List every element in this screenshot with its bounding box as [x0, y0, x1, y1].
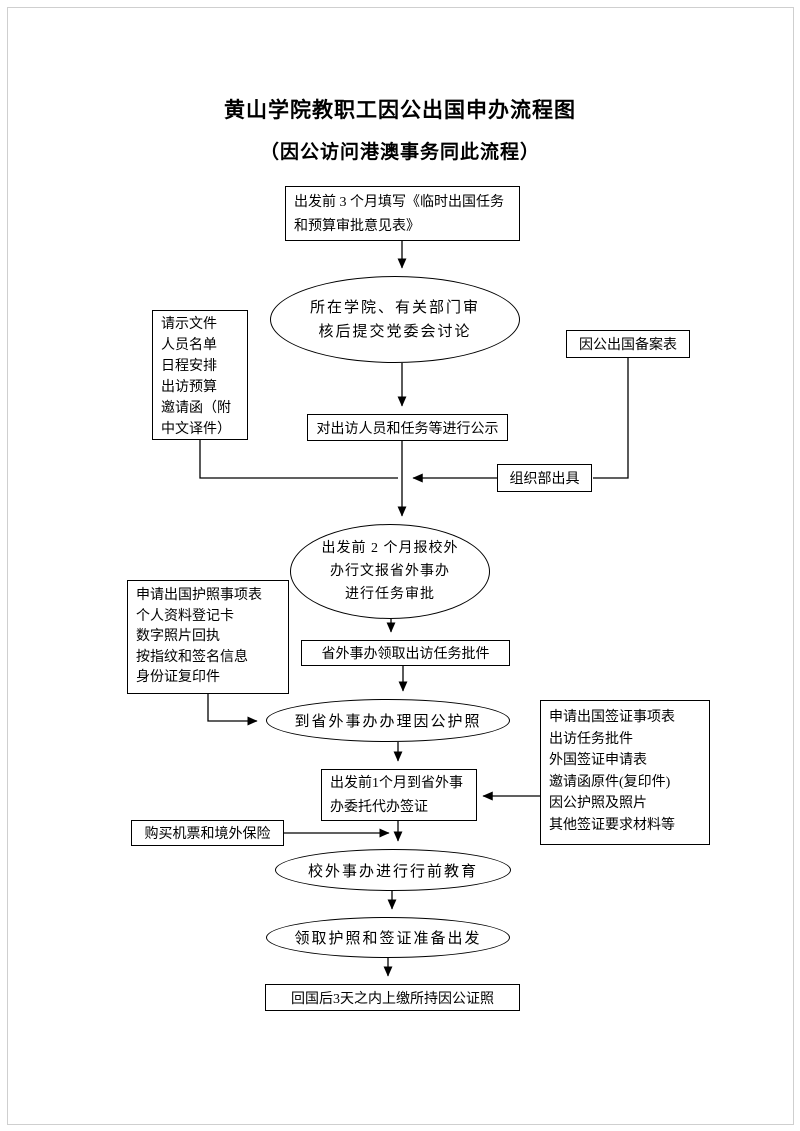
- node-publicize: 对出访人员和任务等进行公示: [307, 414, 508, 441]
- node-receive-approval: 省外事办领取出访任务批件: [301, 640, 510, 666]
- line-recordform-to-orgdept: [593, 358, 629, 479]
- node-entrust-visa: 出发前1个月到省外事 办委托代办签证: [321, 769, 477, 821]
- node-visa-docs: 申请出国签证事项表 出访任务批件 外国签证申请表 邀请函原件(复印件) 因公护照…: [540, 700, 710, 845]
- line-requestdocs-to-center: [199, 440, 398, 479]
- node-return-certificates: 回国后3天之内上缴所持因公证照: [265, 984, 520, 1011]
- node-college-review: 所在学院、有关部门审 核后提交党委会讨论: [270, 276, 520, 363]
- node-report-approval: 出发前 2 个月报校外 办行文报省外事办 进行任务审批: [290, 524, 490, 619]
- node-request-docs: 请示文件 人员名单 日程安排 出访预算 邀请函（附 中文译件）: [152, 310, 248, 440]
- node-record-form: 因公出国备案表: [566, 330, 690, 358]
- arrow-passportdocs-to-passport: [207, 694, 258, 726]
- node-buy-tickets: 购买机票和境外保险: [131, 820, 284, 846]
- node-get-passport-depart: 领取护照和签证准备出发: [266, 917, 510, 958]
- node-passport-docs: 申请出国护照事项表 个人资料登记卡 数字照片回执 按指纹和签名信息 身份证复印件: [127, 580, 289, 694]
- page-subtitle: （因公访问港澳事务同此流程）: [259, 142, 540, 163]
- node-apply-passport: 到省外事办办理因公护照: [266, 699, 510, 742]
- node-fill-form: 出发前 3 个月填写《临时出国任务 和预算审批意见表》: [285, 186, 520, 241]
- node-org-dept: 组织部出具: [497, 464, 592, 492]
- page-title: 黄山学院教职工因公出国申办流程图: [224, 98, 576, 122]
- node-pre-trip-education: 校外事办进行行前教育: [275, 849, 511, 891]
